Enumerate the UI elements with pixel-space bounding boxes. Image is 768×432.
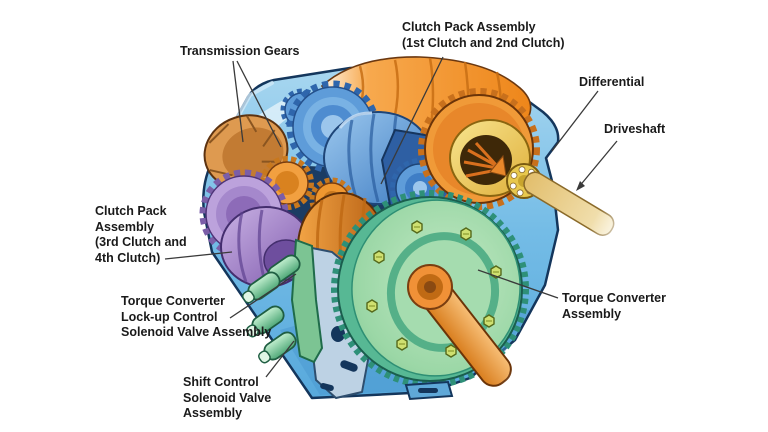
leader-lockup-solenoid — [229, 273, 297, 319]
driveshaft-part — [523, 171, 650, 255]
torque-converter-assembly-part — [331, 190, 555, 410]
leader-transmission-gears-2 — [236, 60, 282, 148]
leader-differential — [551, 90, 599, 152]
label-torque-converter-assembly: Torque Converter Assembly — [562, 291, 666, 321]
lockup-solenoid-valve — [242, 254, 301, 304]
leader-torque-converter — [477, 269, 559, 299]
leader-clutch-pack-3-4 — [164, 251, 233, 260]
leader-driveshaft — [577, 140, 618, 189]
differential-assembly — [418, 88, 542, 210]
case-bottom-tab — [404, 380, 454, 401]
leader-lines — [164, 56, 618, 378]
label-driveshaft: Driveshaft — [604, 122, 666, 136]
label-clutch-pack-3-4: Clutch Pack Assembly (3rd Clutch and 4th… — [95, 204, 187, 265]
leader-shift-solenoid — [265, 340, 295, 378]
label-transmission-gears: Transmission Gears — [180, 44, 300, 58]
leader-driveshaft-arrowhead — [576, 181, 585, 191]
left-orange-drum — [203, 114, 289, 190]
label-differential: Differential — [579, 75, 645, 89]
leader-clutch-pack-1-2 — [380, 56, 444, 185]
clutch-pack-3-4-assembly — [199, 169, 312, 288]
shift-solenoid-valve — [246, 305, 297, 364]
leader-transmission-gears-1 — [232, 60, 244, 143]
label-clutch-pack-1-2: Clutch Pack Assembly (1st Clutch and 2nd… — [402, 20, 565, 50]
clutch-pack-1-2-assembly — [280, 80, 464, 218]
solenoid-valves — [242, 238, 324, 364]
label-torque-converter-lockup: Torque Converter Lock-up Control Solenoi… — [121, 294, 272, 339]
label-shift-control: Shift Control Solenoid Valve Assembly — [183, 375, 272, 420]
